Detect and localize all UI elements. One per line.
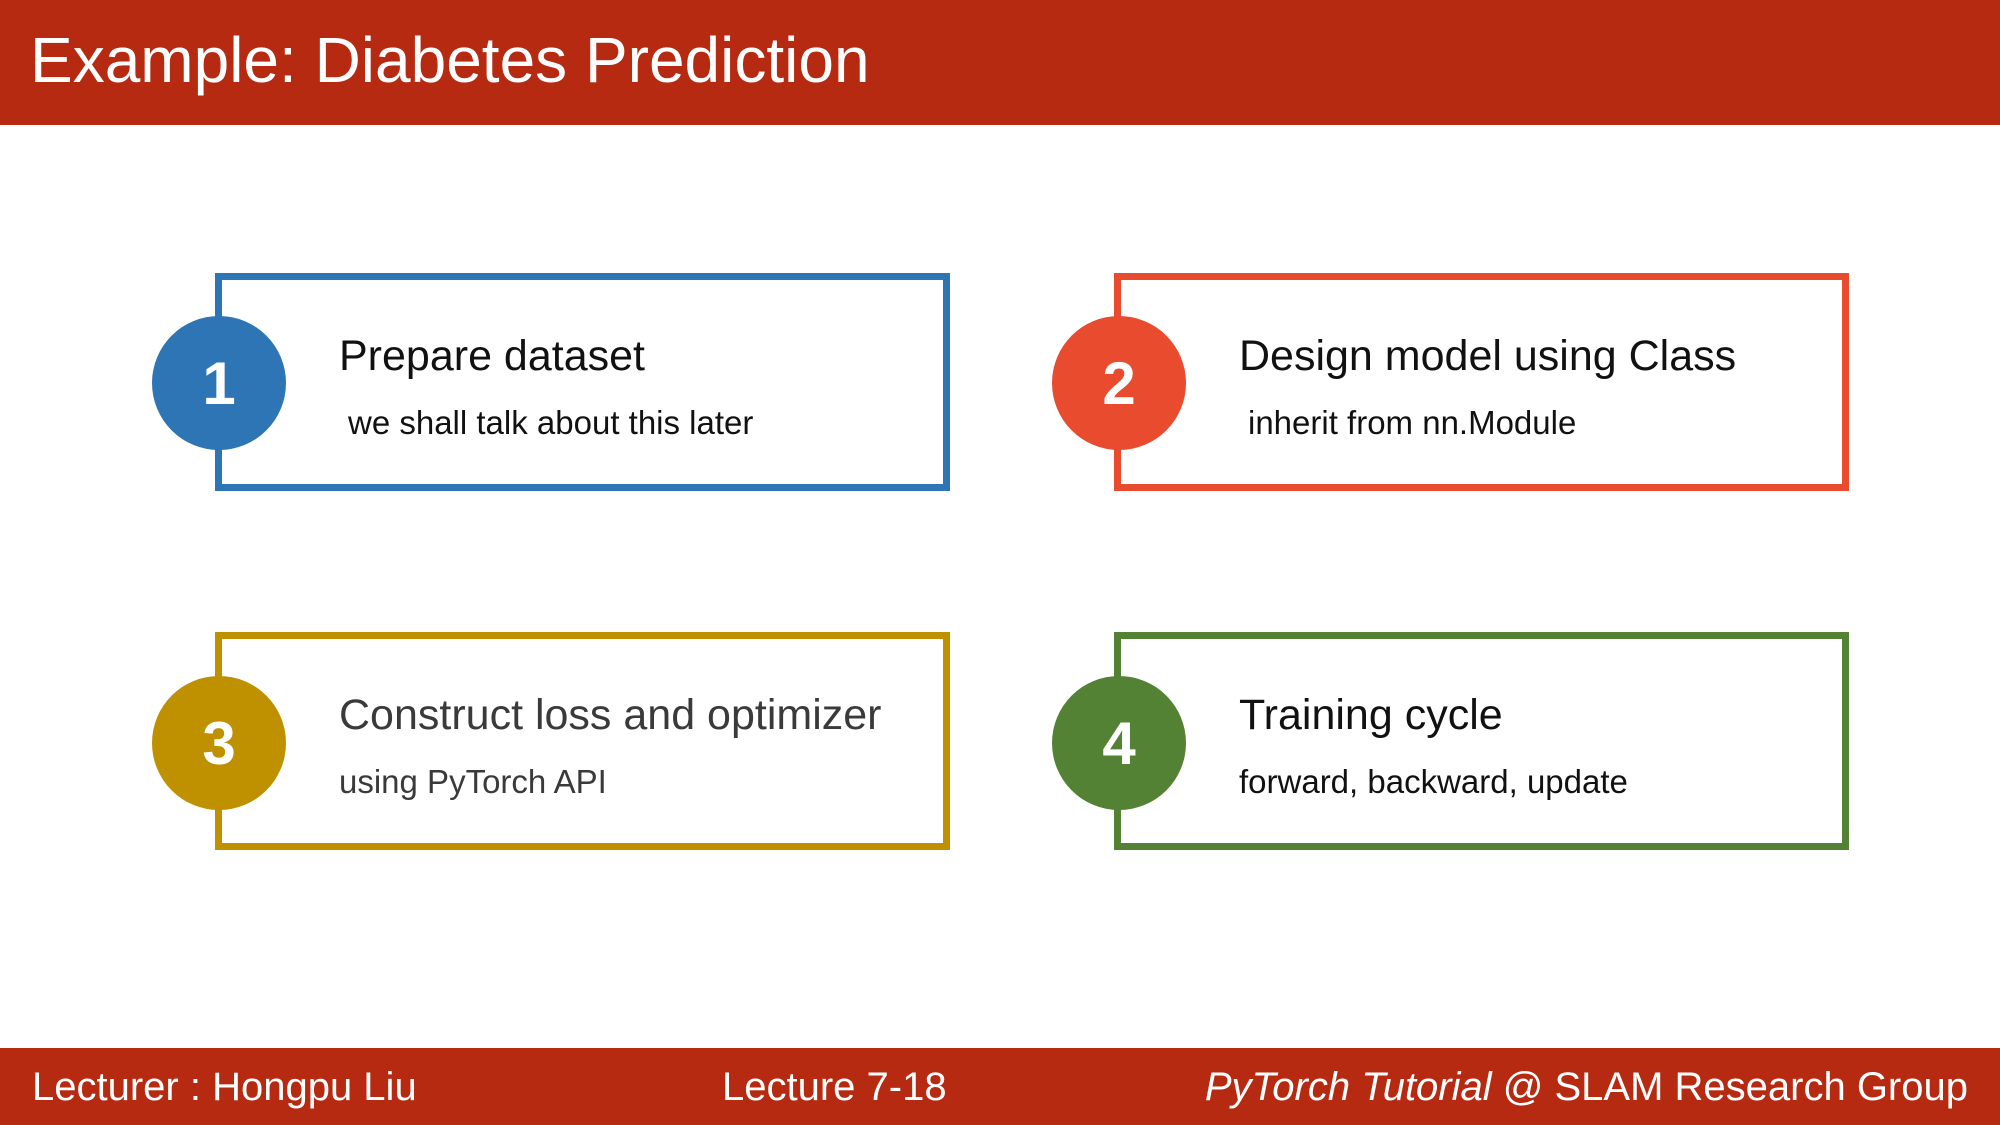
footer-lecture-number: Lecture 7-18 bbox=[722, 1065, 947, 1109]
header-bar: Example: Diabetes Prediction bbox=[0, 0, 2000, 125]
step-title-3: Construct loss and optimizer bbox=[339, 691, 882, 739]
footer-course-name: PyTorch Tutorial bbox=[1204, 1065, 1492, 1109]
step-card-3 bbox=[215, 632, 950, 850]
step-number-badge-2: 2 bbox=[1052, 316, 1186, 450]
step-subtitle-4: forward, backward, update bbox=[1239, 763, 1628, 800]
step-subtitle-2: inherit from nn.Module bbox=[1248, 404, 1577, 441]
step-number-badge-1: 1 bbox=[152, 316, 286, 450]
footer-bar: Lecturer : Hongpu Liu Lecture 7-18 PyTor… bbox=[0, 1048, 2000, 1125]
step-card-1 bbox=[215, 273, 950, 491]
step-title-2: Design model using Class bbox=[1239, 332, 1737, 380]
step-card-4 bbox=[1114, 632, 1849, 850]
step-card-2 bbox=[1114, 273, 1849, 491]
step-subtitle-1: we shall talk about this later bbox=[348, 404, 754, 441]
step-title-1: Prepare dataset bbox=[339, 332, 645, 380]
footer-group: @ SLAM Research Group bbox=[1491, 1065, 1968, 1109]
footer-course: PyTorch Tutorial @ SLAM Research Group bbox=[1205, 1064, 1968, 1110]
footer-lecturer: Lecturer : Hongpu Liu bbox=[32, 1065, 417, 1109]
step-title-4: Training cycle bbox=[1239, 691, 1503, 739]
step-number-badge-3: 3 bbox=[152, 676, 286, 810]
step-subtitle-3: using PyTorch API bbox=[339, 763, 607, 800]
page-title: Example: Diabetes Prediction bbox=[30, 24, 870, 96]
step-number-badge-4: 4 bbox=[1052, 676, 1186, 810]
